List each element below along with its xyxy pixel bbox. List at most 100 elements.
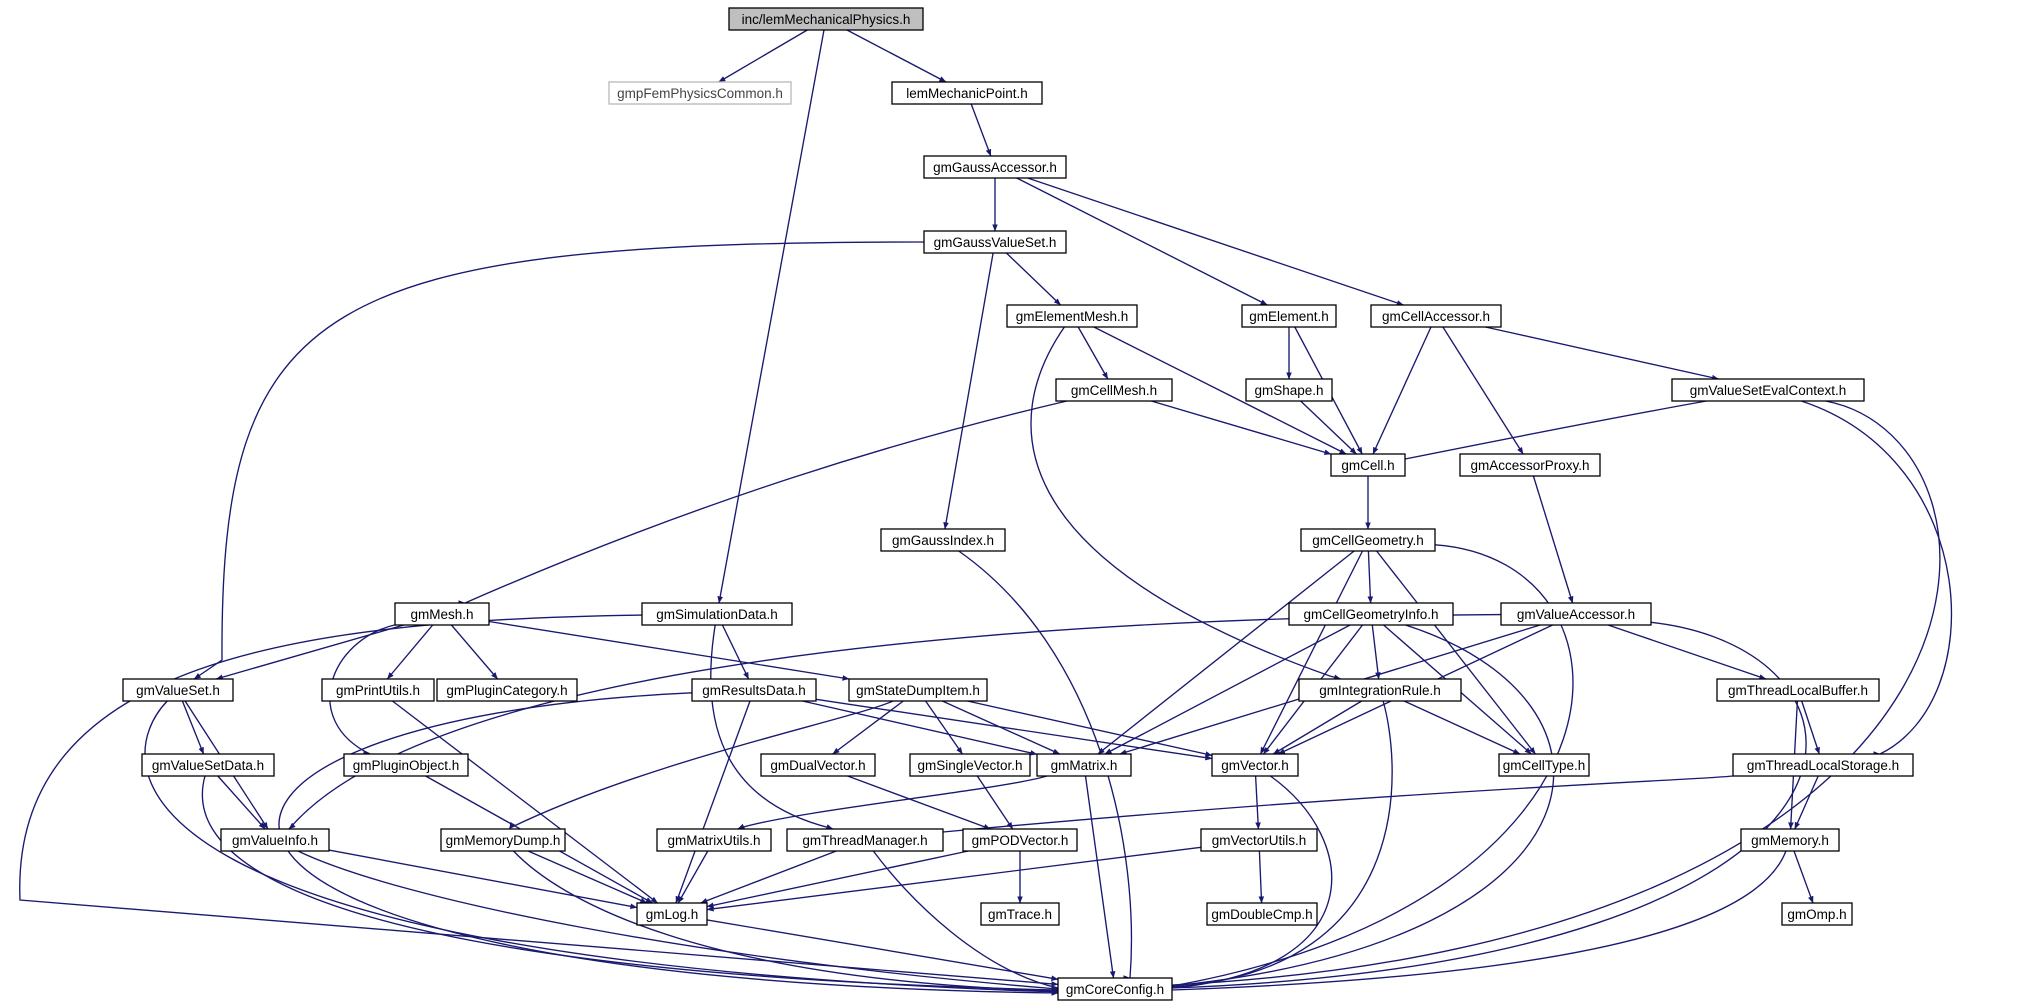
node-gmValueSet[interactable]: gmValueSet.h [122,678,234,702]
node-gmResultsData[interactable]: gmResultsData.h [691,678,817,702]
node-gmShape[interactable]: gmShape.h [1245,378,1333,402]
node-gmStateDumpItem[interactable]: gmStateDumpItem.h [848,678,988,702]
node-gmGaussAccessor[interactable]: gmGaussAccessor.h [923,155,1067,179]
node-gmDualVector[interactable]: gmDualVector.h [760,753,876,777]
edge-gmVector-to-gmCoreConfig [1171,775,1333,991]
edge-gmCellMesh-to-gmCell [1151,400,1332,455]
edge-gmValueInfo-to-gmLog [328,849,638,910]
edge-gmIntegrationRule-to-gmCellType [1403,700,1521,755]
edge-gmSingleVector-to-gmPODVector [976,775,1014,830]
node-gmCellGeometry[interactable]: gmCellGeometry.h [1300,528,1436,552]
node-gmSimulationData[interactable]: gmSimulationData.h [641,602,793,626]
edge-gmGaussAccessor-to-gmCellAccessor [1027,177,1404,306]
node-box [321,678,435,702]
node-label: gmStateDumpItem.h [856,683,980,698]
node-gmPrintUtils[interactable]: gmPrintUtils.h [321,678,435,702]
node-gmCellMesh[interactable]: gmCellMesh.h [1055,378,1173,402]
node-label: gmSimulationData.h [656,607,778,622]
node-gmPluginObject[interactable]: gmPluginObject.h [343,753,469,777]
node-gmVector[interactable]: gmVector.h [1211,753,1299,777]
edge-lemMechanicPoint-to-gmGaussAccessor [970,103,992,157]
edge-gmMesh-to-gmValueSet [215,624,404,680]
node-gmThreadLocalStorage[interactable]: gmThreadLocalStorage.h [1732,753,1914,777]
node-gmVectorUtils[interactable]: gmVectorUtils.h [1200,828,1318,852]
node-gmCellAccessor[interactable]: gmCellAccessor.h [1370,304,1502,328]
edge-gmElementMesh-to-gmCellMesh [1077,326,1109,380]
edge-gmCellAccessor-to-gmCell [1372,326,1432,455]
node-label: gmCellMesh.h [1071,383,1157,398]
node-box [1300,528,1436,552]
node-gmAccessorProxy[interactable]: gmAccessorProxy.h [1459,453,1601,477]
edge-gmCellGeometry-to-gmCoreConfig [1171,544,1574,988]
node-gmLog[interactable]: gmLog.h [636,902,708,926]
edge-gmValueSetData-to-gmValueInfo [217,775,266,830]
edge-gmCellGeometryInfo-to-gmMatrix [1104,624,1351,755]
node-box [636,902,708,926]
node-box [1006,304,1138,328]
node-label: gmValueSetData.h [152,758,264,773]
node-box [1459,453,1601,477]
node-box [1241,304,1337,328]
node-gmIntegrationRule[interactable]: gmIntegrationRule.h [1298,678,1462,702]
node-gmThreadManager[interactable]: gmThreadManager.h [786,828,944,852]
node-gmTrace[interactable]: gmTrace.h [980,902,1060,926]
node-lemMechanicPoint[interactable]: lemMechanicPoint.h [891,81,1043,105]
edge-gmShape-to-gmCell [1300,400,1357,455]
node-gmValueInfo[interactable]: gmValueInfo.h [220,828,330,852]
node-gmElement[interactable]: gmElement.h [1241,304,1337,328]
node-box [220,828,330,852]
edge-gmPrintUtils-to-gmLog [391,700,659,904]
edge-gmMesh-to-gmStateDumpItem [488,620,850,681]
node-label: gmThreadLocalStorage.h [1747,758,1899,773]
node-box [1298,678,1462,702]
edge-gmValueSet-to-gmValueSetData [181,700,205,755]
node-gmpFemPhysicsCommon: gmpFemPhysicsCommon.h [608,81,792,105]
node-gmCoreConfig[interactable]: gmCoreConfig.h [1057,977,1173,1001]
node-label: gmValueSetEvalContext.h [1690,383,1847,398]
node-gmPODVector[interactable]: gmPODVector.h [962,828,1078,852]
node-box [1055,378,1173,402]
node-root[interactable]: inc/lemMechanicalPhysics.h [728,7,924,31]
node-box [1781,902,1853,926]
node-gmValueAccessor[interactable]: gmValueAccessor.h [1500,602,1652,626]
edge-gmThreadLocalStorage-to-gmThreadManager [942,775,1734,835]
node-gmCellGeometryInfo[interactable]: gmCellGeometryInfo.h [1288,602,1454,626]
node-gmMatrixUtils[interactable]: gmMatrixUtils.h [656,828,772,852]
edge-gmCellGeometryInfo-to-gmCoreConfig [1171,624,1555,989]
edge-gmSimulationData-to-gmThreadManager [710,624,834,830]
node-box [440,828,566,852]
node-gmOmp[interactable]: gmOmp.h [1781,902,1853,926]
node-box [656,828,772,852]
edge-gmElementMesh-to-gmIntegrationRule [1030,326,1342,680]
node-label: gmGaussAccessor.h [933,160,1057,175]
node-gmMesh[interactable]: gmMesh.h [394,602,490,626]
node-gmMatrix[interactable]: gmMatrix.h [1036,753,1132,777]
node-gmDoubleCmp[interactable]: gmDoubleCmp.h [1206,902,1318,926]
edge-gmValueSetData-to-gmCoreConfig [201,775,1059,993]
node-gmGaussIndex[interactable]: gmGaussIndex.h [880,528,1006,552]
edge-gmStateDumpItem-to-gmSingleVector [925,700,963,755]
edge-gmResultsData-to-gmLog [675,700,751,904]
node-gmMemory[interactable]: gmMemory.h [1740,828,1840,852]
node-label: gmResultsData.h [702,683,806,698]
node-gmCellType[interactable]: gmCellType.h [1498,753,1590,777]
node-gmCell[interactable]: gmCell.h [1330,453,1406,477]
node-label: gmThreadLocalBuffer.h [1728,683,1868,698]
node-box [1370,304,1502,328]
node-label: inc/lemMechanicalPhysics.h [742,12,911,27]
node-gmGaussValueSet[interactable]: gmGaussValueSet.h [923,230,1067,254]
edge-gmLog-to-gmCoreConfig [706,919,1059,981]
node-gmValueSetEvalContext[interactable]: gmValueSetEvalContext.h [1671,378,1865,402]
node-gmValueSetData[interactable]: gmValueSetData.h [141,753,275,777]
node-gmMemoryDump[interactable]: gmMemoryDump.h [440,828,566,852]
node-gmElementMesh[interactable]: gmElementMesh.h [1006,304,1138,328]
edge-gmStateDumpItem-to-gmMemoryDump [508,700,894,830]
edge-root-to-gmpFemPhysicsCommon [718,29,808,83]
edge-root-to-gmSimulationData [717,29,825,604]
node-gmPluginCategory[interactable]: gmPluginCategory.h [436,678,578,702]
node-gmSingleVector[interactable]: gmSingleVector.h [909,753,1031,777]
node-gmThreadLocalBuffer[interactable]: gmThreadLocalBuffer.h [1716,678,1880,702]
node-label: gmCellAccessor.h [1382,309,1490,324]
node-label: gmPODVector.h [972,833,1069,848]
edge-gmValueInfo-to-gmCoreConfig [297,850,1059,992]
